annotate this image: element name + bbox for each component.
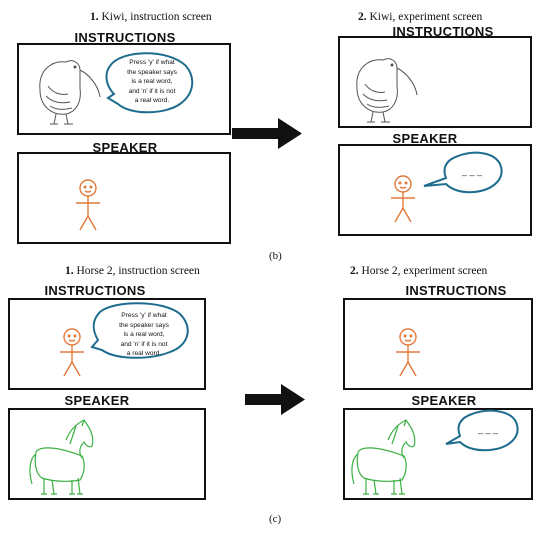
word-placeholder-b: _ _ _ [462, 166, 483, 176]
speech-bubble-text-c: Press 'y' if what the speaker says is a … [119, 312, 169, 358]
speech-bubble-icon [105, 52, 194, 114]
panel-label-c: (c) [269, 513, 282, 525]
speaker-screen-c-left [8, 408, 206, 500]
speech-bubble-text-b: Press 'y' if what the speaker says is a … [127, 59, 177, 105]
speech-bubble-icon [445, 409, 519, 452]
arrow-icon-b [232, 118, 302, 149]
instructions-heading-c-right: INSTRUCTIONS [405, 283, 507, 298]
instruction-screen-b-right [338, 36, 532, 128]
caption-b-left: 1. Kiwi, instruction screen [90, 11, 212, 23]
stick-figure-icon [76, 179, 100, 231]
speaker-heading-b-right: SPEAKER [392, 131, 458, 146]
instruction-screen-c-right [343, 298, 533, 390]
horse-icon [351, 419, 416, 495]
instructions-heading-b-right: INSTRUCTIONS [392, 24, 494, 39]
speech-bubble-icon [90, 302, 189, 359]
horse-icon [29, 419, 94, 495]
kiwi-icon [39, 60, 101, 125]
caption-c-left: 1. Horse 2, instruction screen [65, 265, 200, 277]
stick-figure-icon [391, 175, 415, 223]
instructions-heading-c-left: INSTRUCTIONS [44, 283, 146, 298]
stick-figure-icon [396, 328, 420, 377]
instructions-heading-b-left: INSTRUCTIONS [74, 30, 176, 45]
speech-bubble-icon [423, 151, 503, 194]
word-placeholder-c: _ _ _ [478, 424, 499, 434]
caption-b-right: 2. Kiwi, experiment screen [358, 11, 483, 23]
speaker-heading-b-left: SPEAKER [92, 140, 158, 155]
speaker-heading-c-right: SPEAKER [411, 393, 477, 408]
speaker-heading-c-left: SPEAKER [64, 393, 130, 408]
panel-label-b: (b) [269, 250, 282, 262]
arrow-icon-c [245, 384, 305, 415]
kiwi-icon [356, 58, 418, 123]
speaker-screen-b-left [17, 152, 231, 244]
speaker-screen-b-right [338, 144, 532, 236]
stick-figure-icon [60, 328, 84, 377]
caption-c-right: 2. Horse 2, experiment screen [350, 265, 488, 277]
